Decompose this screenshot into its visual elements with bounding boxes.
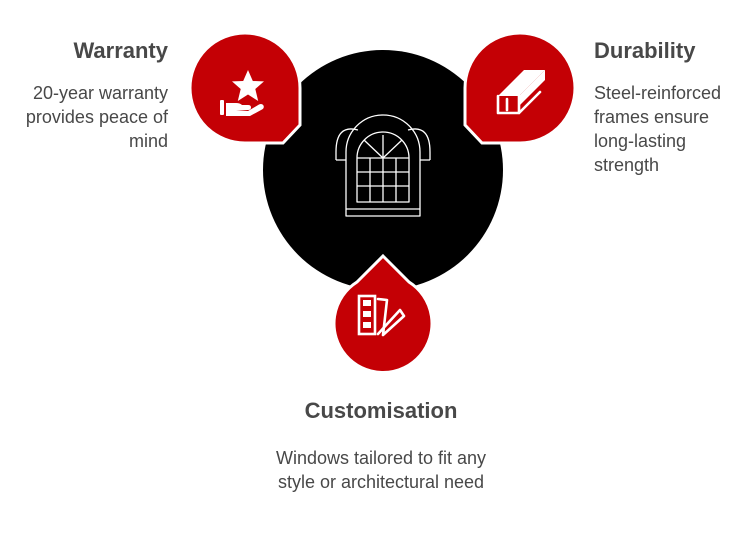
durability-title: Durability <box>594 38 696 63</box>
customisation-badge <box>332 253 434 375</box>
durability-description: Steel-reinforced frames ensure long-last… <box>594 83 722 175</box>
customisation-title: Customisation <box>304 398 458 423</box>
hand-star-icon <box>220 70 264 116</box>
warranty-title: Warranty <box>73 38 168 63</box>
arched-window-icon <box>335 114 431 217</box>
customisation-description: Windows tailored to fit any style or arc… <box>275 448 487 492</box>
steel-beam-icon <box>496 70 545 115</box>
color-swatch-icon <box>357 294 406 337</box>
warranty-description: 20-year warranty provides peace of mind <box>25 83 168 151</box>
